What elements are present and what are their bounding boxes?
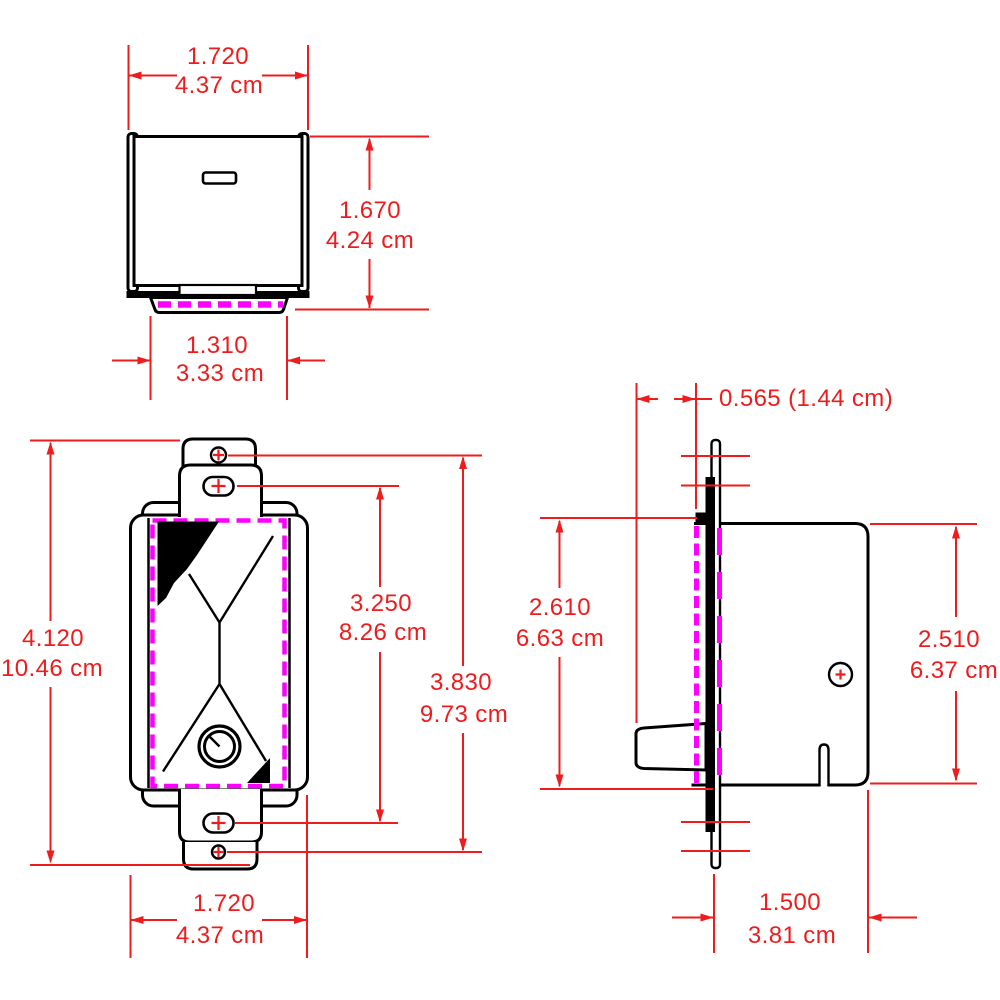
dim-label-front-width-cm: 4.37 cm [175,922,265,949]
dim-label-side-knob: 0.565 (1.44 cm) [719,385,894,412]
top-view-slot [201,171,238,185]
arrow-up-icon [376,486,384,500]
dim-label-top-width-cm: 4.37 cm [174,72,264,99]
arrow-left-icon [636,395,650,403]
arrow-down-icon [459,838,467,852]
dim-label-side-body-cm: 6.37 cm [909,657,999,684]
arrow-up-icon [459,456,467,469]
front-knob-pointer [207,734,221,748]
dim-top-height-lines [295,135,429,311]
dims-front-view [30,439,482,958]
dim-label-top-flange-cm: 3.33 cm [175,360,265,387]
side-body [691,522,870,787]
front-view [129,437,309,871]
arrow-left-icon [130,916,144,924]
dim-label-front-slots-in: 3.250 [349,590,413,617]
arrow-up-icon [46,441,55,455]
arrow-right-icon [137,356,151,365]
top-view [126,132,310,314]
side-flange-tick-marks [681,455,750,852]
side-top-lip [695,512,709,524]
dim-label-front-width-in: 1.720 [192,890,256,917]
dim-label-top-height-in: 1.670 [338,197,402,224]
arrow-up-icon [555,519,564,533]
dim-side-front-lines [540,517,713,790]
arrow-down-icon [365,295,374,309]
front-gasket-outline [150,518,287,789]
dim-label-side-depth-in: 1.500 [758,889,822,916]
arrow-right-icon [682,395,696,403]
arrow-left-icon [868,913,882,922]
arrow-down-icon [952,768,960,782]
dim-side-depth-lines [672,790,917,953]
arrow-left-icon [128,71,142,80]
arrow-up-icon [952,525,960,539]
top-view-tab-notch [178,283,258,297]
dim-front-height-lines [30,439,250,866]
front-shade-triangle-top [157,521,219,606]
dim-label-top-width-in: 1.720 [186,43,250,70]
dim-top-width-lines [127,45,309,130]
dims-side-view [540,383,977,953]
arrow-down-icon [46,850,55,864]
dim-label-front-height-in: 4.120 [21,625,85,652]
arrow-down-icon [376,809,384,823]
front-fold-lines [161,535,275,773]
dims-top-view [112,45,429,400]
dim-label-side-front-in: 2.610 [528,594,592,621]
dim-label-front-height-cm: 10.46 cm [1,655,103,682]
dim-label-side-depth-cm: 3.81 cm [747,922,837,949]
arrow-right-icon [700,913,714,922]
dim-label-front-holes-cm: 9.73 cm [419,701,509,728]
arrow-down-icon [555,774,564,788]
side-view [634,438,870,870]
front-shade-triangle-bottom [247,758,270,783]
dim-side-knob-lines [635,383,712,723]
dim-label-top-height-cm: 4.24 cm [325,227,415,254]
arrow-right-icon [294,916,307,924]
front-hole-center-crosses [211,449,226,857]
dim-top-flange-lines [112,316,325,400]
side-flange-solid [705,477,715,832]
dim-label-side-front-cm: 6.63 cm [515,625,605,652]
arrow-right-icon [295,71,308,80]
dim-label-top-flange-in: 1.310 [185,332,249,359]
dim-label-front-slots-cm: 8.26 cm [338,619,428,646]
dim-front-width-lines [129,795,308,958]
side-screw-cross [835,669,846,680]
arrow-left-icon [287,356,300,365]
dim-label-side-body-in: 2.510 [917,626,981,653]
front-knob-inner [203,730,236,763]
side-bottom-notch [818,743,830,787]
side-knob-lever [634,721,708,772]
dim-side-body-lines [870,523,977,785]
arrow-up-icon [365,137,374,151]
top-view-body [132,135,304,287]
dim-label-front-holes-in: 3.830 [429,669,493,696]
